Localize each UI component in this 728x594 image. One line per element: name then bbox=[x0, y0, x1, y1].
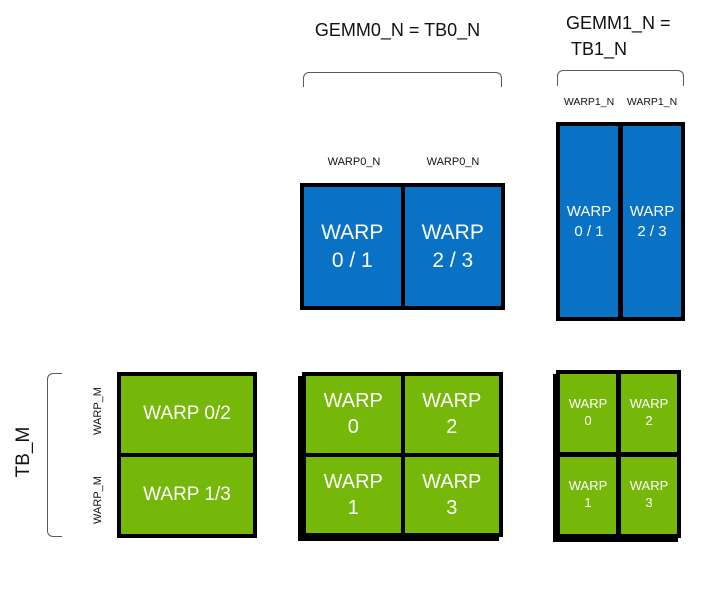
warp-cell-line2: 0 bbox=[347, 416, 359, 439]
warp-cell-line1: WARP bbox=[323, 390, 383, 413]
warp-cell-line1: WARP bbox=[321, 221, 384, 245]
gemm1-warp-cell-01: WARP 0 / 1 bbox=[560, 126, 618, 317]
warp-cell-label: WARP 1/3 bbox=[143, 484, 231, 506]
warp0-n-label-col1: WARP0_N bbox=[426, 156, 480, 168]
gemm0-warp-cell-2: WARP 2 bbox=[404, 376, 499, 453]
gemm1-n-title-line1: GEMM1_N = bbox=[566, 13, 671, 33]
warp-m-label-row0: WARP_M bbox=[92, 387, 104, 435]
warp-cell-line1: WARP bbox=[323, 470, 383, 493]
gemm0-warp-cell-3: WARP 3 bbox=[404, 456, 499, 533]
warp-cell-line1: WARP bbox=[629, 478, 669, 494]
warp-cell-line2: 2 bbox=[446, 416, 458, 439]
warp0-n-label-col0: WARP0_N bbox=[327, 156, 381, 168]
gemm0-n-extent-bracket bbox=[303, 72, 502, 87]
warp-cell-line2: 3 bbox=[446, 496, 458, 519]
gemm0-accumulator-block: WARP 0 / 1 WARP 2 / 3 bbox=[300, 183, 505, 310]
warp-cell-line1: WARP bbox=[629, 203, 675, 220]
warp-cell-line2: 2 bbox=[645, 412, 653, 428]
warp-cell-line1: WARP bbox=[422, 390, 482, 413]
gemm0-warp-cell-01: WARP 0 / 1 bbox=[304, 187, 401, 306]
warp-cell-line2: 0 bbox=[584, 412, 592, 428]
gemm1-warp-cell-23: WARP 2 / 3 bbox=[623, 126, 681, 317]
warp-m-label-row1: WARP_M bbox=[92, 476, 104, 524]
gemm1-warp-cell-2: WARP 2 bbox=[621, 374, 677, 452]
warp1-n-label-col1: WARP1_N bbox=[626, 96, 678, 108]
gemm1-warp-cell-1: WARP 1 bbox=[560, 456, 616, 534]
tb-m-extent-bracket bbox=[47, 373, 62, 537]
warp-cell-line1: WARP bbox=[422, 470, 482, 493]
gemm0-n-title: GEMM0_N = TB0_N bbox=[314, 20, 481, 40]
tb-m-warp-rows-block: WARP 0/2 WARP 1/3 bbox=[117, 372, 257, 538]
warp-cell-line2: 2 / 3 bbox=[432, 248, 474, 272]
warp-cell-line1: WARP bbox=[421, 221, 484, 245]
warp-cell-line2: 1 bbox=[584, 495, 592, 511]
gemm1-n-title: GEMM1_N = TB1_N bbox=[566, 10, 706, 62]
warp-cell-line2: 1 bbox=[347, 496, 359, 519]
warp-cell-line1: WARP bbox=[566, 203, 612, 220]
tb-m-label: TB_M bbox=[13, 426, 34, 478]
gemm0-warp-cell-23: WARP 2 / 3 bbox=[404, 187, 501, 306]
gemm1-accumulator-block: WARP 0 / 1 WARP 2 / 3 bbox=[556, 122, 685, 321]
warp-cell-line2: 3 bbox=[645, 495, 653, 511]
warp-row-cell-02: WARP 0/2 bbox=[121, 376, 253, 453]
warp-cell-line1: WARP bbox=[568, 478, 608, 494]
gemm0-warp-cell-1: WARP 1 bbox=[306, 456, 401, 533]
gemm1-warp-cell-0: WARP 0 bbox=[560, 374, 616, 452]
gemm0-warp-grid-block: WARP 0 WARP 2 WARP 1 WARP 3 bbox=[302, 372, 503, 537]
warp-cell-line2: 0 / 1 bbox=[331, 248, 373, 272]
gemm1-n-extent-bracket bbox=[557, 70, 684, 86]
warp-cell-line2: 0 / 1 bbox=[574, 222, 604, 240]
warp-row-cell-13: WARP 1/3 bbox=[121, 457, 253, 534]
gemm0-warp-cell-0: WARP 0 bbox=[306, 376, 401, 453]
warp-cell-label: WARP 0/2 bbox=[143, 403, 231, 425]
warp1-n-label-col0: WARP1_N bbox=[563, 96, 615, 108]
warp-cell-line1: WARP bbox=[568, 395, 608, 411]
warp-cell-line1: WARP bbox=[629, 395, 669, 411]
warp-cell-line2: 2 / 3 bbox=[637, 222, 667, 240]
gemm1-warp-cell-3: WARP 3 bbox=[621, 456, 677, 534]
gemm1-n-title-line2: TB1_N bbox=[571, 39, 628, 59]
gemm1-warp-grid-block: WARP 0 WARP 2 WARP 1 WARP 3 bbox=[556, 370, 681, 538]
